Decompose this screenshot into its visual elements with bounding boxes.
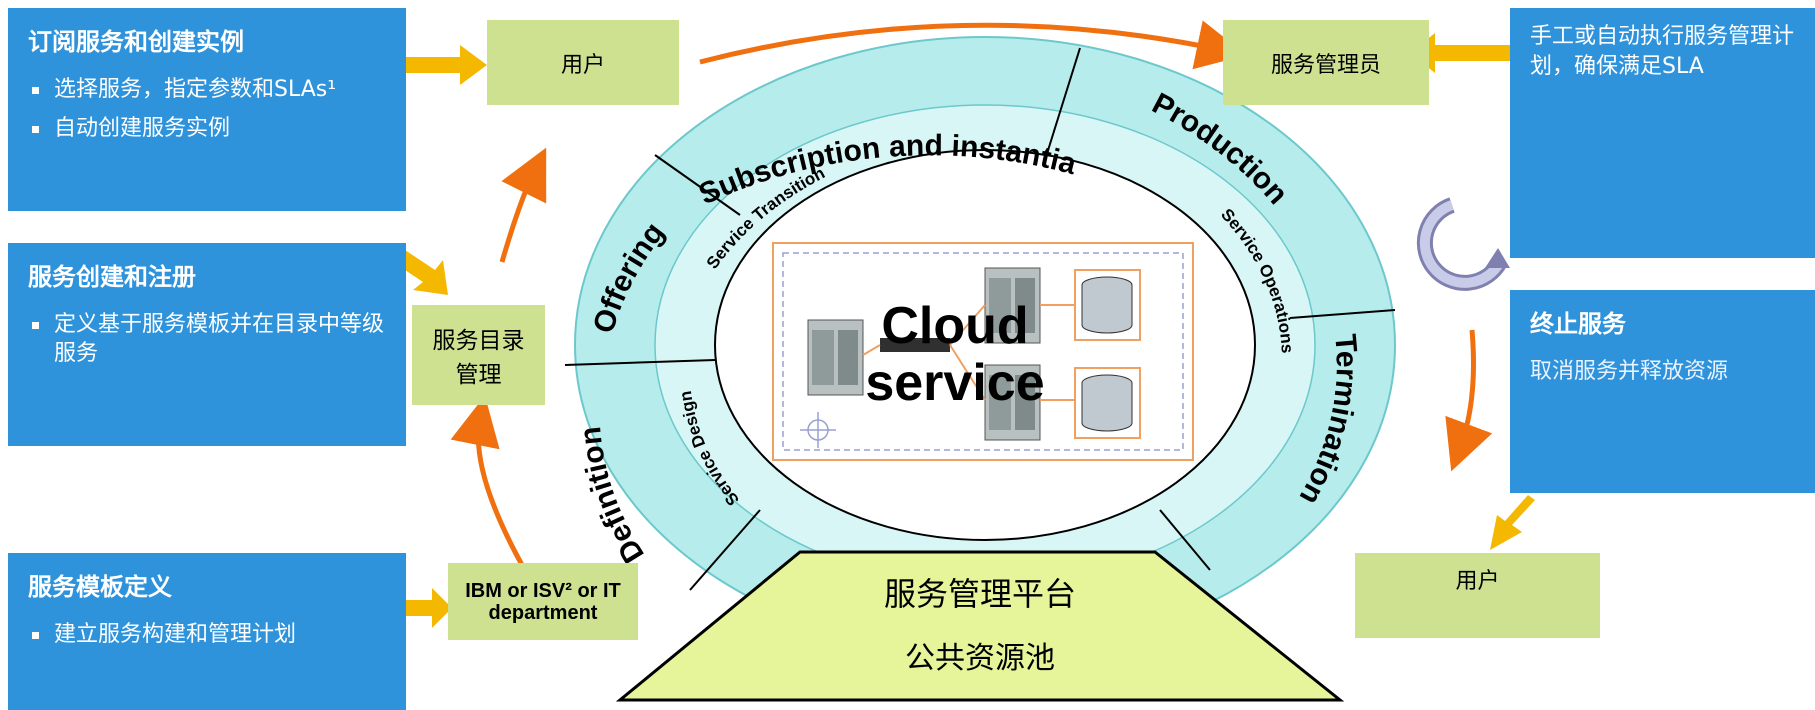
platform-subtitle: 公共资源池 — [905, 641, 1055, 676]
switch-icon — [880, 338, 950, 352]
box-template: 服务模板定义 建立服务构建和管理计划 — [8, 553, 406, 710]
arrow-yellow-catalog — [393, 250, 448, 295]
box-subscribe-bullet-2: 自动创建服务实例 — [32, 114, 386, 143]
arrow-yellow-user-top — [405, 45, 487, 85]
box-terminate-body: 取消服务并释放资源 — [1530, 359, 1729, 384]
server-icon — [984, 364, 1041, 441]
arrow-yellow-user-bottom — [1490, 495, 1535, 550]
actor-ibm: IBM or ISV² or IT department — [448, 563, 638, 640]
database-icon — [1074, 367, 1141, 439]
arrow-yellow-ibm — [405, 588, 452, 628]
actor-service-admin: 服务管理员 — [1223, 20, 1429, 105]
box-create-bullet-1: 定义基于服务模板并在目录中等级服务 — [32, 312, 385, 366]
database-icon — [1074, 269, 1141, 341]
box-terminate-title: 终止服务 — [1530, 310, 1626, 338]
box-create-title: 服务创建和注册 — [28, 263, 196, 291]
refresh-icon — [1416, 197, 1510, 291]
server-icon — [807, 319, 864, 396]
arrow-top-curve — [699, 20, 1247, 70]
box-subscribe-title: 订阅服务和创建实例 — [28, 28, 244, 56]
platform-title: 服务管理平台 — [884, 575, 1076, 613]
arrow-ibm-up — [450, 395, 525, 567]
platform-trapezoid — [615, 550, 1345, 702]
box-create: 服务创建和注册 定义基于服务模板并在目录中等级服务 — [8, 243, 406, 446]
arrow-terminate-down — [1445, 329, 1493, 472]
arrow-yellow-admin — [1410, 33, 1510, 73]
box-template-title: 服务模板定义 — [28, 573, 172, 601]
actor-catalog-admin: 服务目录管理 — [412, 305, 545, 405]
crosshair-icon — [800, 412, 836, 448]
box-manual: 手工或自动执行服务管理计划，确保满足SLA — [1510, 8, 1815, 258]
box-subscribe-bullet-1: 选择服务，指定参数和SLAs¹ — [32, 75, 386, 104]
box-manual-body: 手工或自动执行服务管理计划，确保满足SLA — [1530, 24, 1795, 79]
actor-user-bottom: 用户 — [1355, 553, 1600, 638]
center-title-line1: Cloud — [881, 297, 1028, 355]
arrow-catalog-up — [499, 147, 547, 263]
box-terminate: 终止服务 取消服务并释放资源 — [1510, 290, 1815, 493]
server-icon — [984, 267, 1041, 344]
actor-user-top: 用户 — [487, 20, 679, 105]
box-template-bullet-1: 建立服务构建和管理计划 — [32, 620, 386, 649]
box-subscribe: 订阅服务和创建实例 选择服务，指定参数和SLAs¹ 自动创建服务实例 — [8, 8, 406, 211]
center-title-line2: service — [865, 354, 1044, 412]
